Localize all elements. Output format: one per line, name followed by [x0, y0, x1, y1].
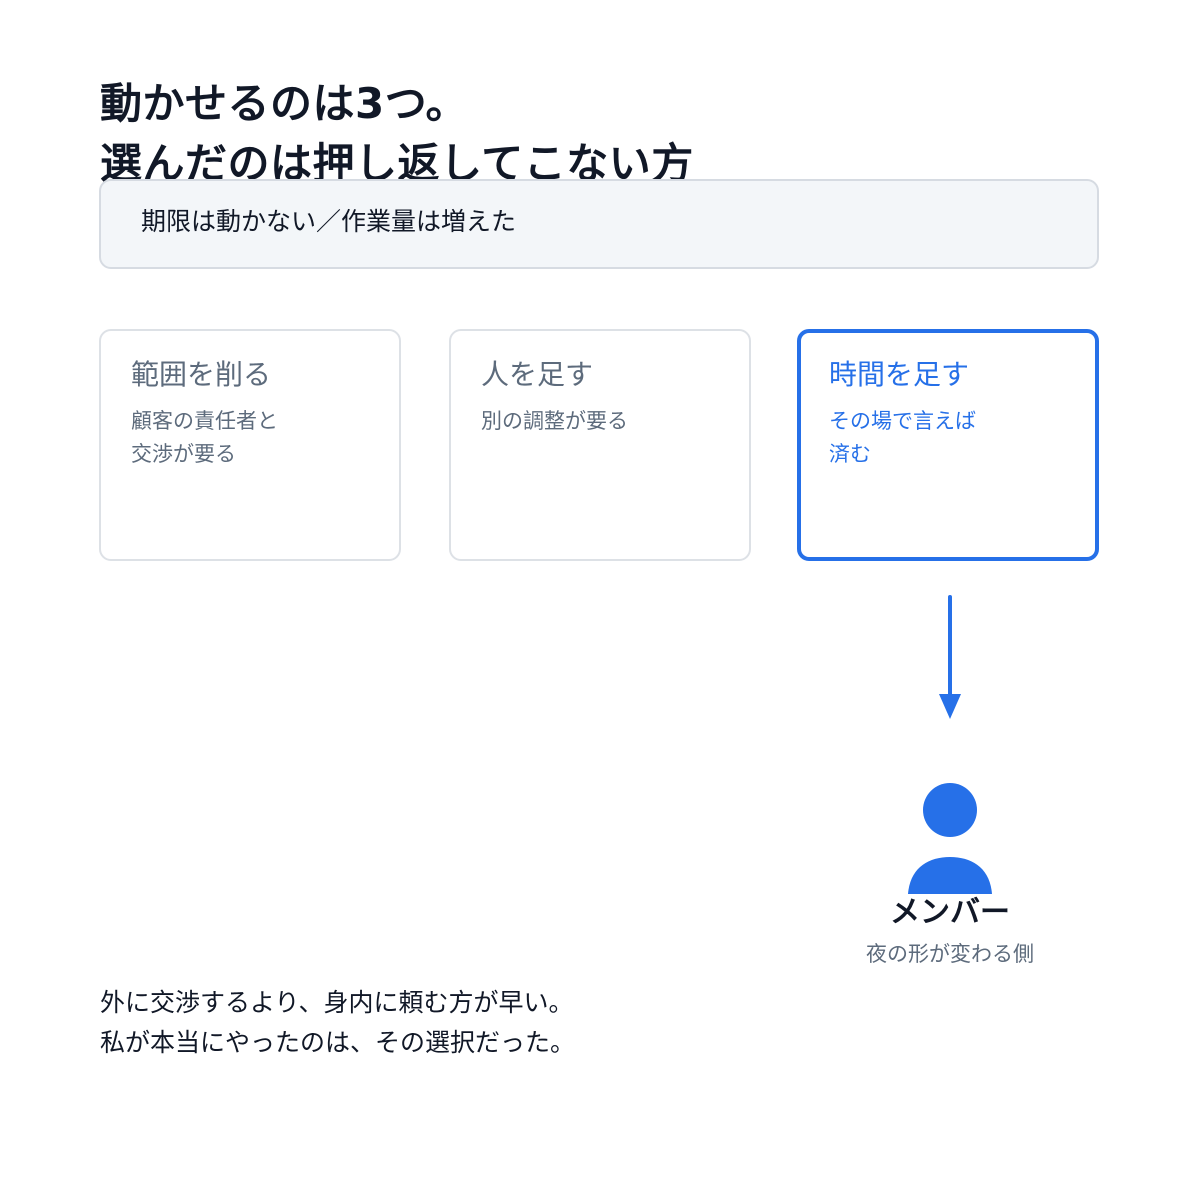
option-description-line: 済む: [829, 442, 871, 466]
option-description: その場で言えば 済む: [829, 405, 1069, 471]
conclusion-line-1: 外に交渉するより、身内に頼む方が早い。: [100, 988, 574, 1017]
option-title: 時間を足す: [829, 358, 970, 391]
option-description-line: その場で言えば: [829, 409, 976, 433]
member-subtitle: 夜の形が変わる側: [866, 942, 1034, 966]
constraint-box: 期限は動かない／作業量は増えた: [99, 179, 1099, 269]
conclusion-line-2: 私が本当にやったのは、その選択だった。: [100, 1028, 576, 1057]
constraint-text: 期限は動かない／作業量は増えた: [141, 207, 517, 236]
person-icon: [908, 783, 992, 894]
option-title: 人を足す: [481, 358, 594, 391]
option-description-line: 顧客の責任者と: [131, 409, 278, 433]
option-card-reduce-scope: 範囲を削る 顧客の責任者と 交渉が要る: [99, 329, 401, 561]
option-description-line: 別の調整が要る: [481, 409, 628, 433]
member-name: メンバー: [890, 895, 1010, 930]
down-arrow-icon: [939, 595, 961, 719]
option-title: 範囲を削る: [131, 358, 272, 391]
option-description: 別の調整が要る: [481, 405, 721, 438]
title-line-1: 動かせるのは3つ。: [100, 79, 469, 128]
option-card-add-time: 時間を足す その場で言えば 済む: [797, 329, 1099, 561]
option-description-line: 交渉が要る: [131, 442, 236, 466]
option-card-add-people: 人を足す 別の調整が要る: [449, 329, 751, 561]
page-title: 動かせるのは3つ。 選んだのは押し返してこない方: [100, 74, 1100, 194]
conclusion-text: 外に交渉するより、身内に頼む方が早い。 私が本当にやったのは、その選択だった。: [100, 983, 900, 1063]
option-description: 顧客の責任者と 交渉が要る: [131, 405, 371, 471]
